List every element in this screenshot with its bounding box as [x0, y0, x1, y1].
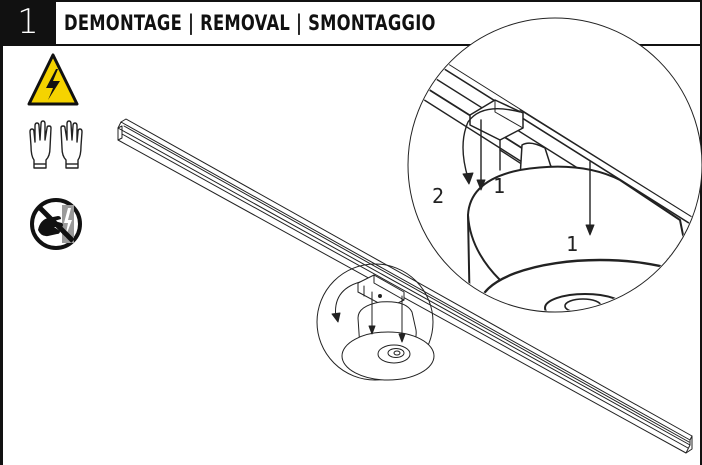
- callout-step-1-left: 1: [493, 174, 505, 198]
- callout-step-1-right: 1: [566, 232, 578, 256]
- step-title: DEMONTAGE | REMOVAL | SMONTAGGIO: [64, 11, 436, 35]
- frame-right-border: [700, 0, 702, 465]
- title-divider: [0, 44, 702, 46]
- protective-gloves-icon: [29, 120, 83, 169]
- do-not-touch-electric-icon: [30, 198, 82, 250]
- callout-step-2: 2: [432, 184, 444, 208]
- detail-circle-small: [316, 263, 434, 381]
- high-voltage-warning-icon: [27, 53, 79, 106]
- frame-left-border: [0, 0, 3, 465]
- step-number: 1: [0, 0, 56, 44]
- frame-top-border: [0, 0, 700, 2]
